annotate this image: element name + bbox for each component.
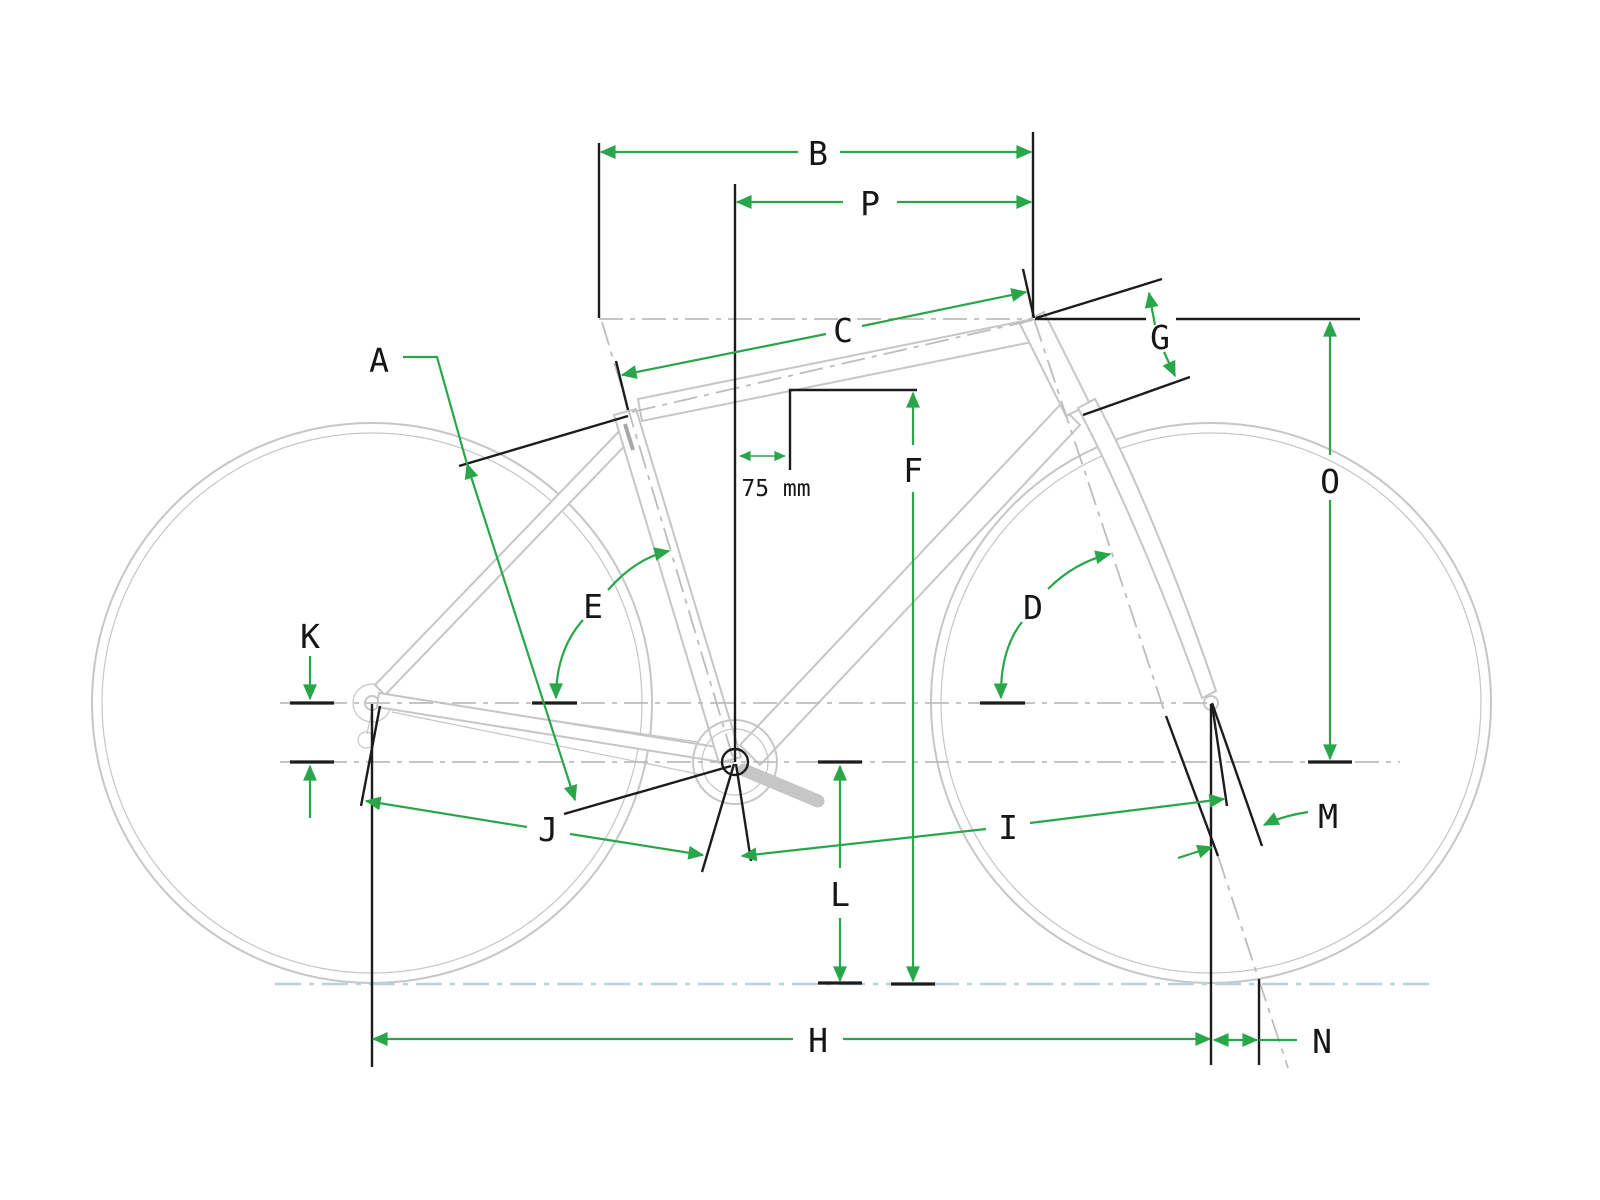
dim-label-d: D [1023,588,1043,627]
top-tube-axis [631,319,1034,413]
steering-axis-lower [1217,855,1289,1069]
g-tick-top [1035,277,1163,320]
seatpost-slot [623,423,635,451]
dim-label-k: K [300,617,320,656]
steering-axis-black-segment [1164,715,1220,857]
head-tube [1018,310,1092,418]
i-tick-front-axle [1210,703,1229,807]
standover-bracket [788,388,917,470]
bb-center-mark [720,747,750,777]
a-tick-top [458,414,629,468]
dim-N: N [1212,1022,1332,1061]
dim-K: K [300,617,320,818]
seat-stay [373,421,639,697]
g-tick-bottom [1082,375,1191,417]
dim-B: B [599,134,1033,173]
dim-O: O [1320,320,1340,761]
reference-lines [275,318,1430,1069]
dim-label-e: E [583,587,603,626]
dim-label-b: B [808,134,828,173]
dim-label-g: G [1150,318,1170,357]
dim-label-j: J [538,810,558,849]
dim-J: J [364,796,705,860]
dim-H: H [371,1021,1212,1060]
dim-L: L [830,764,850,983]
dim-label-n: N [1312,1022,1332,1061]
dim-F: F [903,391,923,983]
a-tick-bottom [563,764,732,816]
down-tube [738,403,1082,767]
dim-label-l: L [830,875,850,914]
dim-label-f: F [903,451,923,490]
j-tick-bb [700,763,736,873]
dim-D: D [993,550,1112,700]
crank-arm [737,763,825,808]
dim-C: C [620,288,1028,379]
dim-label-h: H [808,1021,828,1060]
dim-label-i: I [998,808,1018,847]
dimensions: B P C A E D G [300,134,1340,1061]
dim-P: P [735,184,1033,223]
dim-I: I [740,793,1226,862]
i-tick-bb [734,763,753,862]
c-tick-seat-end [614,360,630,411]
c-tick-head-end [1021,268,1036,319]
seat-offset-label: 75 mm [741,476,810,502]
dim-75mm: 75 mm [739,450,811,502]
fork-blade [1076,397,1218,700]
dim-label-a: A [369,341,389,380]
seat-tube [612,407,743,765]
dim-G: G [1144,291,1176,378]
dim-label-m: M [1318,797,1338,836]
dim-A: A [369,341,578,802]
annotation-lines [290,132,1360,1067]
dim-M: M [1177,797,1338,860]
dim-E: E [549,547,671,700]
j-tick-rear-axle [359,705,382,807]
m-axle-parallel-line [1210,702,1264,847]
dim-label-o: O [1320,462,1340,501]
dim-label-c: C [833,311,853,350]
dim-label-p: P [860,184,880,223]
steering-axis-upper [1033,318,1167,717]
